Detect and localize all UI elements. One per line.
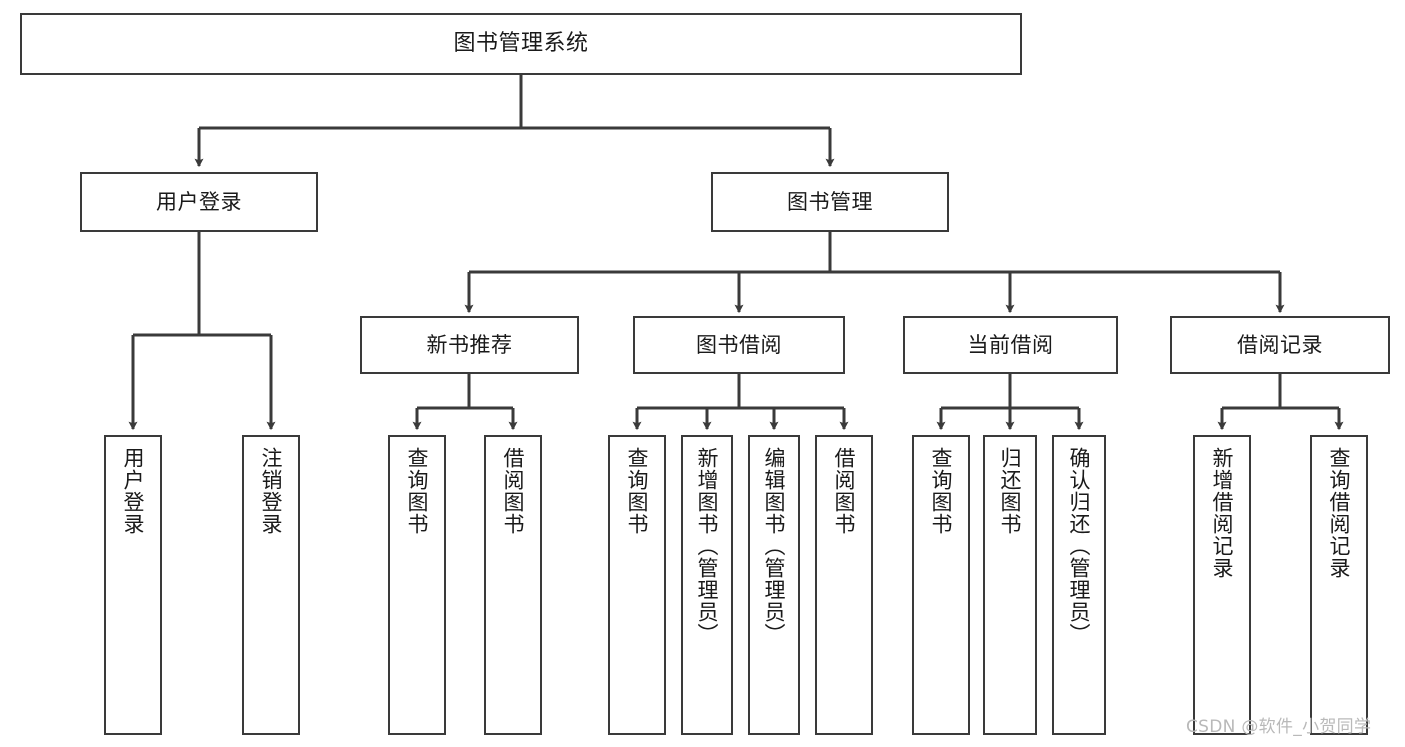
node-label: 查询图书: [625, 447, 650, 535]
node-label: 确认归还（管理员）: [1067, 447, 1092, 645]
leaf-new-book-borrow-book[interactable]: 借阅图书: [484, 435, 542, 735]
node-label: 查询图书: [929, 447, 954, 535]
node-book-borrow[interactable]: 图书借阅: [633, 316, 845, 374]
leaf-current-borrow-return-book[interactable]: 归还图书: [983, 435, 1037, 735]
node-label: 当前借阅: [967, 332, 1054, 357]
node-label: 新增图书（管理员）: [695, 447, 720, 645]
leaf-user-login-login[interactable]: 用户登录: [104, 435, 162, 735]
node-label: 新书推荐: [426, 332, 513, 357]
node-borrow-record[interactable]: 借阅记录: [1170, 316, 1390, 374]
watermark: CSDN @软件_小贺同学: [1186, 717, 1372, 737]
node-label: 图书借阅: [696, 332, 782, 357]
node-label: 新增借阅记录: [1210, 447, 1235, 579]
node-user-login[interactable]: 用户登录: [80, 172, 318, 232]
node-label: 编辑图书（管理员）: [762, 447, 787, 645]
leaf-current-borrow-query-book[interactable]: 查询图书: [912, 435, 970, 735]
leaf-user-login-logout[interactable]: 注销登录: [242, 435, 300, 735]
node-label: 用户登录: [121, 447, 146, 535]
node-label: 查询借阅记录: [1327, 447, 1352, 579]
node-label: 注销登录: [259, 447, 284, 535]
node-label: 借阅记录: [1237, 332, 1323, 357]
leaf-book-borrow-query-book[interactable]: 查询图书: [608, 435, 666, 735]
leaf-new-book-query-book[interactable]: 查询图书: [388, 435, 446, 735]
leaf-borrow-record-query-record[interactable]: 查询借阅记录: [1310, 435, 1368, 735]
node-label: 归还图书: [998, 447, 1023, 535]
node-root-book-management-system[interactable]: 图书管理系统: [20, 13, 1022, 75]
leaf-current-borrow-confirm-return-admin[interactable]: 确认归还（管理员）: [1052, 435, 1106, 735]
node-label: 查询图书: [405, 447, 430, 535]
leaf-book-borrow-add-book-admin[interactable]: 新增图书（管理员）: [681, 435, 733, 735]
leaf-book-borrow-borrow-book[interactable]: 借阅图书: [815, 435, 873, 735]
node-current-borrow[interactable]: 当前借阅: [903, 316, 1118, 374]
leaf-book-borrow-edit-book-admin[interactable]: 编辑图书（管理员）: [748, 435, 800, 735]
node-label: 借阅图书: [501, 447, 526, 535]
node-label: 用户登录: [156, 189, 242, 214]
node-label: 图书管理系统: [453, 31, 589, 57]
node-label: 借阅图书: [832, 447, 857, 535]
node-label: 图书管理: [787, 189, 873, 214]
node-book-management[interactable]: 图书管理: [711, 172, 949, 232]
node-new-book-recommend[interactable]: 新书推荐: [360, 316, 579, 374]
leaf-borrow-record-add-record[interactable]: 新增借阅记录: [1193, 435, 1251, 735]
